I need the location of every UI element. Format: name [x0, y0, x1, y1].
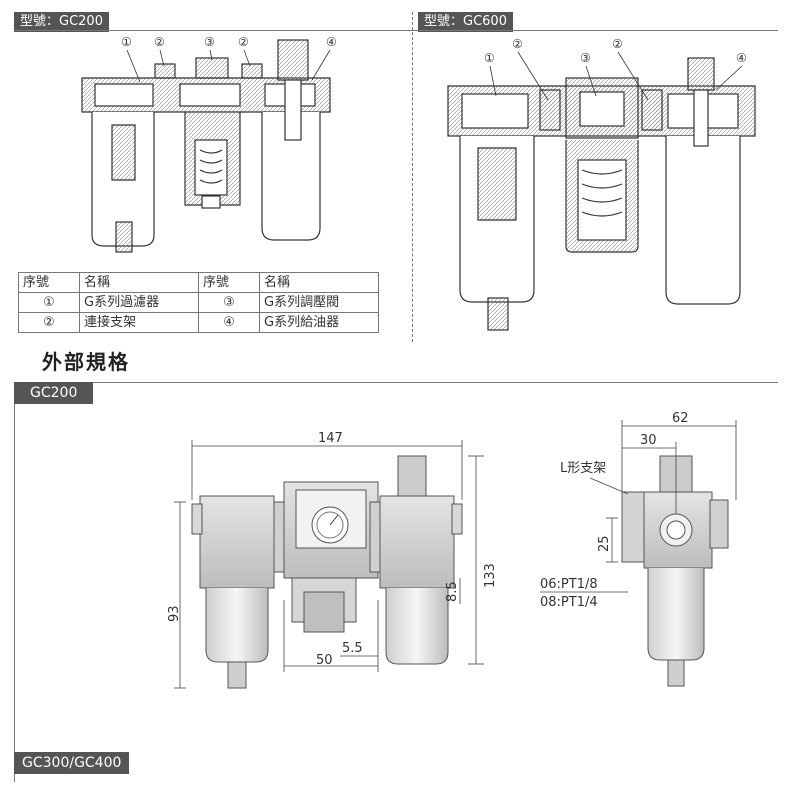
gc200-side-view [621, 455, 729, 687]
gc200-model-tag: 型號：GC200 [14, 12, 109, 32]
table-cell: 連接支架 [79, 312, 199, 333]
table-row: 序號 名稱 序號 名稱 [18, 272, 379, 293]
dim-93: 93 [167, 605, 182, 622]
table-row: ① G系列過濾器 ③ G系列調壓閥 [18, 292, 379, 313]
gc600-model-tag: 型號：GC600 [418, 12, 513, 32]
callout-3: ③ [580, 51, 591, 65]
table-header-cell: 序號 [198, 272, 260, 293]
callout-2: ② [154, 35, 165, 49]
gc200-section-drawing [81, 39, 331, 253]
gc200-callouts: ① ② ③ ② ④ [121, 35, 337, 49]
gc200-section-tag: GC200 [14, 382, 94, 404]
gc200-side-dim-labels: 62 30 25 L形支架 06:PT1/8 08:PT1/4 [540, 411, 689, 610]
dim-8-5: 8.5 [445, 581, 460, 602]
gc200-section-top-line [14, 382, 778, 383]
port-label-06: 06:PT1/8 [540, 577, 598, 592]
top-panel-divider [412, 12, 413, 342]
dim-147: 147 [318, 431, 343, 446]
gc200-front-view [191, 455, 463, 689]
table-cell: G系列過濾器 [79, 292, 199, 313]
dim-62: 62 [672, 411, 689, 426]
top-panel-top-line [14, 30, 778, 31]
callout-2b: ② [238, 35, 249, 49]
gc200-side-dimensions [540, 420, 737, 593]
callout-2: ② [512, 37, 523, 51]
bracket-label: L形支架 [560, 461, 606, 476]
dim-133: 133 [483, 563, 498, 588]
parts-table: 序號 名稱 序號 名稱 ① G系列過濾器 ③ G系列調壓閥 ② 連接支架 ④ G… [18, 272, 379, 333]
gc200-front-dim-labels: 147 133 93 50 5.5 8.5 [167, 431, 498, 668]
callout-3: ③ [204, 35, 215, 49]
dim-50: 50 [316, 653, 333, 668]
gc300-section-tag: GC300/GC400 [14, 752, 130, 774]
dim-25: 25 [597, 535, 612, 552]
callout-1: ① [121, 35, 132, 49]
table-cell: G系列調壓閥 [259, 292, 379, 313]
callout-4: ④ [326, 35, 337, 49]
table-cell: ② [18, 312, 80, 333]
table-row: ② 連接支架 ④ G系列給油器 [18, 312, 379, 333]
external-spec-heading: 外部規格 [42, 350, 130, 374]
gc200-front-dimensions [174, 440, 484, 689]
gc200-leader-lines [126, 49, 331, 83]
table-cell: G系列給油器 [259, 312, 379, 333]
gc200-section-left-line [14, 382, 15, 782]
dim-30: 30 [640, 433, 657, 448]
callout-2b: ② [612, 37, 623, 51]
callout-1: ① [484, 51, 495, 65]
gc600-callouts: ① ② ③ ② ④ [484, 37, 747, 65]
port-label-08: 08:PT1/4 [540, 595, 598, 610]
gc600-section-drawing [447, 57, 756, 331]
gc600-leader-lines [489, 51, 743, 101]
callout-4: ④ [736, 51, 747, 65]
dim-5-5: 5.5 [342, 641, 363, 656]
